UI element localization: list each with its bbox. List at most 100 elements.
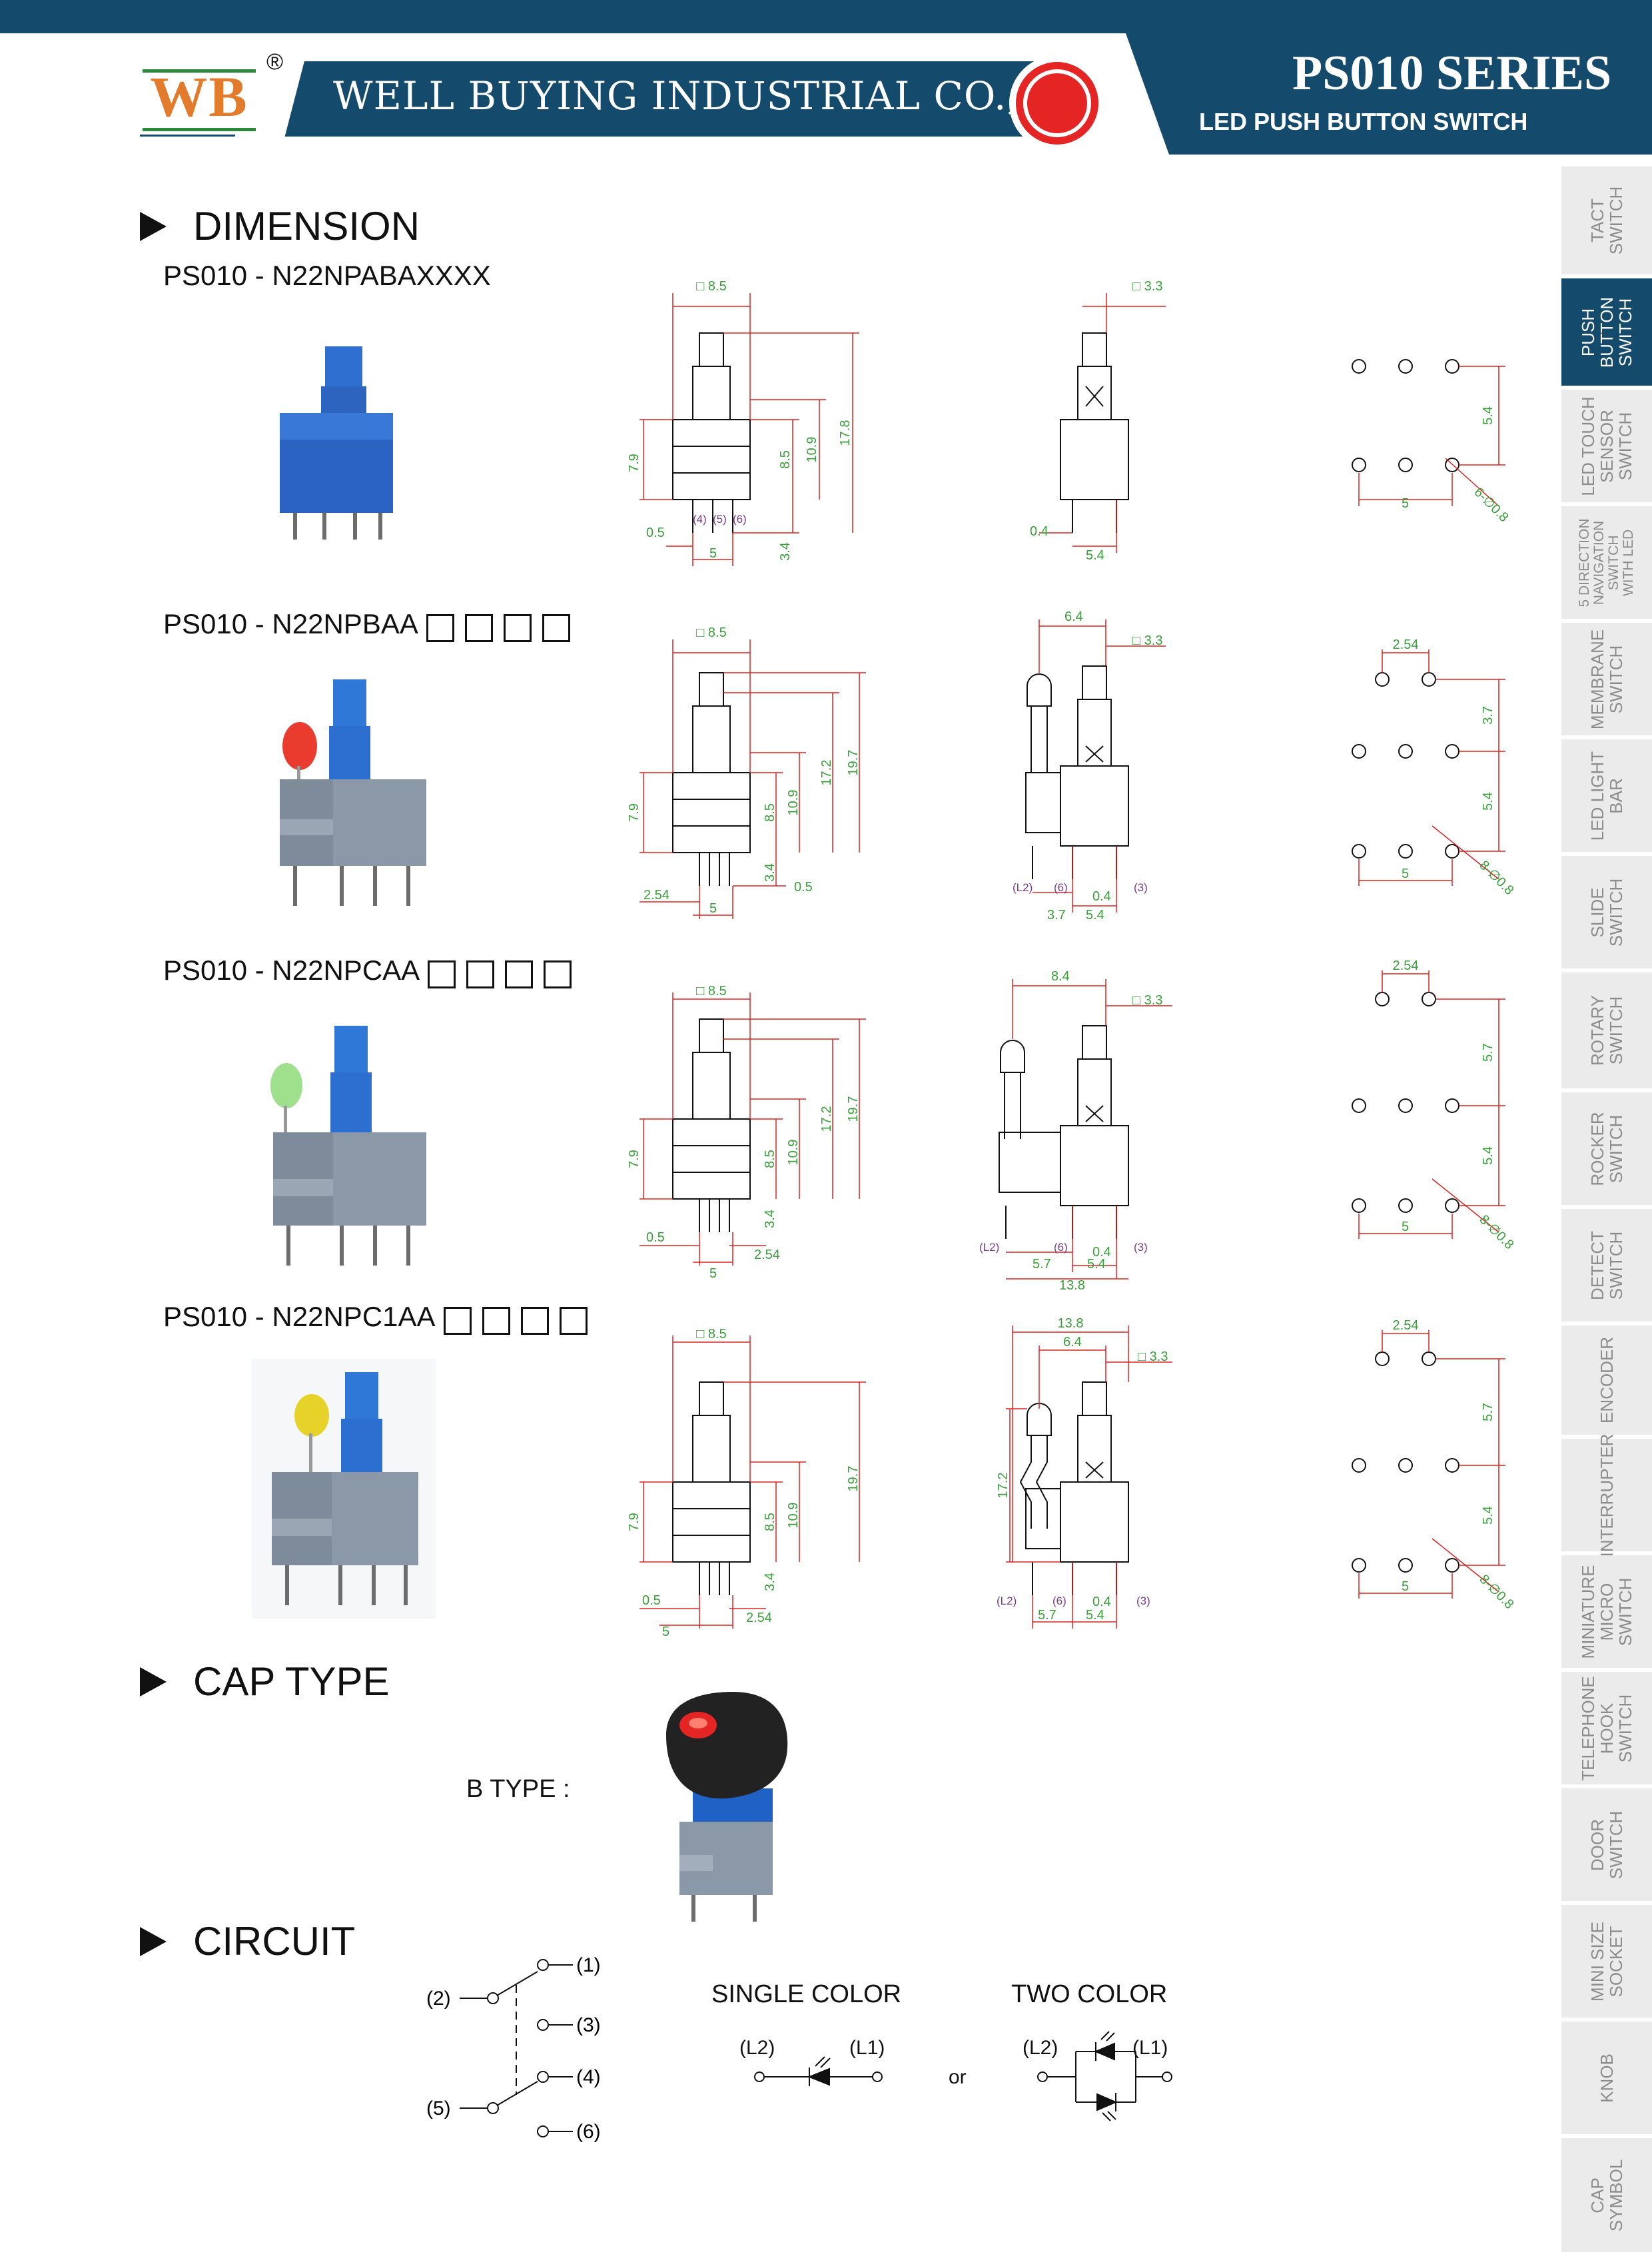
- bullet-triangle-icon: [140, 212, 167, 242]
- dim-height-17-2: 17.2: [819, 1106, 834, 1132]
- pin-label-6: (6): [1054, 1241, 1068, 1254]
- cap-b-type-photo: [666, 1692, 788, 1922]
- sidebar-tab[interactable]: KNOB: [1561, 2022, 1652, 2138]
- sidebar-tab[interactable]: TELEPHONE HOOK SWITCH: [1561, 1672, 1652, 1788]
- sidebar-tab-label: ROCKER SWITCH: [1587, 1111, 1626, 1186]
- sidebar-tab-label: ROTARY SWITCH: [1587, 995, 1626, 1066]
- logo-bar-top: [143, 69, 256, 73]
- dim-bottom-0-5: 0.5: [642, 1593, 661, 1608]
- model-name: PS010 - N22NPBAA: [163, 608, 418, 639]
- two-color-label: TWO COLOR: [1011, 1980, 1168, 2008]
- footprint-dim-5: 5: [1402, 1220, 1409, 1234]
- dim-bottom-0-5: 0.5: [794, 880, 813, 895]
- pin-label-6: (6): [1054, 881, 1068, 894]
- single-led-symbol-icon: [754, 2056, 883, 2086]
- sidebar-tab-label: SLIDE SWITCH: [1587, 878, 1626, 946]
- dim-side-6-4: 6.4: [1063, 1335, 1082, 1349]
- footprint-dim-5-4: 5.4: [1481, 792, 1495, 811]
- dim-height-17-8: 17.8: [838, 420, 853, 446]
- sidebar-tab-label: MINI SIZE SOCKET: [1587, 1921, 1626, 2002]
- series-subtitle: LED PUSH BUTTON SWITCH: [1199, 108, 1528, 135]
- sidebar-tab[interactable]: DOOR SWITCH: [1561, 1788, 1652, 1905]
- product-photo-1: [280, 346, 393, 540]
- sidebar-tab-label: 5 DIRECTION NAVIGATION SWITCH WITH LED: [1577, 518, 1636, 607]
- pin-label-L2: (L2): [1013, 881, 1032, 894]
- option-code-boxes: [443, 1303, 598, 1335]
- sidebar-tab[interactable]: DETECT SWITCH: [1561, 1209, 1652, 1325]
- dim-side-6-4: 6.4: [1064, 609, 1083, 624]
- dim-side-13-8: 13.8: [1059, 1278, 1085, 1293]
- section-cap-type: CAP TYPE: [140, 1659, 390, 1704]
- dim-side-5-4: 5.4: [1087, 1257, 1106, 1272]
- footprint-dim-2-54: 2.54: [1393, 958, 1419, 973]
- footprint-dim-2-54: 2.54: [1393, 637, 1419, 652]
- sidebar-tab[interactable]: SLIDE SWITCH: [1561, 856, 1652, 972]
- sidebar-tab[interactable]: MEMBRANE SWITCH: [1561, 623, 1652, 739]
- sidebar-tab[interactable]: MINIATURE MICRO SWITCH: [1561, 1555, 1652, 1672]
- footprint-holes: 8-∅0.8: [1476, 858, 1516, 898]
- circuit-pin-1: (1): [576, 1954, 601, 1976]
- section-circuit: CIRCUIT: [140, 1918, 355, 1964]
- pin-label-L2: (L2): [979, 1241, 999, 1254]
- logo-box: [137, 61, 261, 135]
- dim-side-top-3-3: □ 3.3: [1132, 993, 1162, 1008]
- side-view-drawing-4: 13.8 6.4 □ 3.3 17.2 (L2) (6) 0.4 (3) 5.7…: [996, 1316, 1172, 1629]
- front-view-drawing-1: □ 8.5 7.9 8.5 10.9 17.8 0.5 5 3.4 (4) (5…: [627, 279, 859, 566]
- pin-label-4: (4): [693, 513, 707, 526]
- footprint-drawing-2: 2.54 3.7 5.4 5 8-∅0.8: [1352, 637, 1517, 898]
- dim-height-8-5: 8.5: [778, 450, 793, 469]
- side-view-drawing-3: 8.4 □ 3.3 (L2) (6) 0.4 (3) 5.7 5.4 13.8: [979, 969, 1172, 1293]
- model-label-1: PS010 - N22NPABAXXXX: [163, 260, 491, 292]
- single-l2-label: (L2): [739, 2037, 775, 2059]
- front-view-drawing-3: □ 8.5 7.9 8.5 10.9 17.2 19.7 0.5 5 3.4 2…: [627, 984, 866, 1281]
- sidebar-tab[interactable]: TACT SWITCH: [1561, 167, 1652, 278]
- dim-height-7-9: 7.9: [627, 803, 641, 822]
- footprint-holes: 6-∅0.8: [1471, 485, 1511, 525]
- model-label-4: PS010 - N22NPC1AA: [163, 1301, 598, 1335]
- dim-side-5-7: 5.7: [1032, 1257, 1051, 1272]
- dim-side-5-4: 5.4: [1086, 1608, 1104, 1623]
- dim-width-top: □ 8.5: [696, 984, 726, 998]
- footprint-dim-3-7: 3.7: [1481, 706, 1495, 725]
- sidebar-tab[interactable]: 5 DIRECTION NAVIGATION SWITCH WITH LED: [1561, 506, 1652, 623]
- dim-bottom-0-5: 0.5: [646, 526, 665, 540]
- dim-side-5-4: 5.4: [1086, 908, 1104, 923]
- model-label-3: PS010 - N22NPCAA: [163, 954, 582, 988]
- footprint-dim-5: 5: [1402, 867, 1409, 881]
- sidebar-tab[interactable]: MINI SIZE SOCKET: [1561, 1905, 1652, 2022]
- pin-label-3: (3): [1134, 881, 1148, 894]
- footprint-dim-5: 5: [1402, 1579, 1409, 1594]
- dim-bottom-2-54: 2.54: [643, 888, 669, 903]
- sidebar-tab-label: LED LIGHT BAR: [1587, 751, 1626, 841]
- pin-label-3: (3): [1134, 1241, 1148, 1254]
- sidebar-tab[interactable]: INTERRUPTER: [1561, 1433, 1652, 1557]
- sidebar-tab-label: CAP SYMBOL: [1587, 2159, 1626, 2231]
- footprint-dim-5-7: 5.7: [1481, 1403, 1495, 1421]
- dim-height-8-5: 8.5: [763, 803, 777, 822]
- dim-bottom-5: 5: [709, 1266, 717, 1281]
- dim-bottom-3-4: 3.4: [763, 1573, 777, 1591]
- sidebar-tab[interactable]: PUSH BUTTON SWITCH: [1561, 278, 1652, 390]
- single-color-label: SINGLE COLOR: [711, 1980, 902, 2008]
- two-l2-label: (L2): [1023, 2037, 1058, 2059]
- sidebar-tab-label: DETECT SWITCH: [1587, 1230, 1626, 1300]
- led-badge-icon: [1009, 55, 1105, 151]
- model-name: PS010 - N22NPCAA: [163, 954, 420, 986]
- dim-height-10-9: 10.9: [805, 437, 819, 463]
- dim-width-top: □ 8.5: [696, 279, 726, 294]
- sidebar-tab[interactable]: CAP SYMBOL: [1561, 2138, 1652, 2256]
- sidebar-tab[interactable]: ENCODER: [1561, 1325, 1652, 1439]
- sidebar-tab[interactable]: ROCKER SWITCH: [1561, 1092, 1652, 1209]
- dim-height-7-9: 7.9: [627, 1513, 641, 1531]
- sidebar-tab[interactable]: ROTARY SWITCH: [1561, 972, 1652, 1092]
- dim-height-10-9: 10.9: [786, 1503, 801, 1529]
- sidebar-tab[interactable]: LED LIGHT BAR: [1561, 739, 1652, 856]
- model-name: PS010 - N22NPABAXXXX: [163, 260, 491, 291]
- dim-bottom-3-4: 3.4: [778, 542, 793, 561]
- sidebar-tab[interactable]: LED TOUCH SENSOR SWITCH: [1561, 390, 1652, 506]
- footprint-drawing-3: 2.54 5.7 5.4 5 8-∅0.8: [1352, 958, 1517, 1252]
- footprint-dim-5-4: 5.4: [1481, 406, 1495, 425]
- dim-bottom-3-4: 3.4: [763, 863, 777, 882]
- circuit-pin-2: (2): [426, 1988, 451, 2010]
- circuit-pin-3: (3): [576, 2014, 601, 2036]
